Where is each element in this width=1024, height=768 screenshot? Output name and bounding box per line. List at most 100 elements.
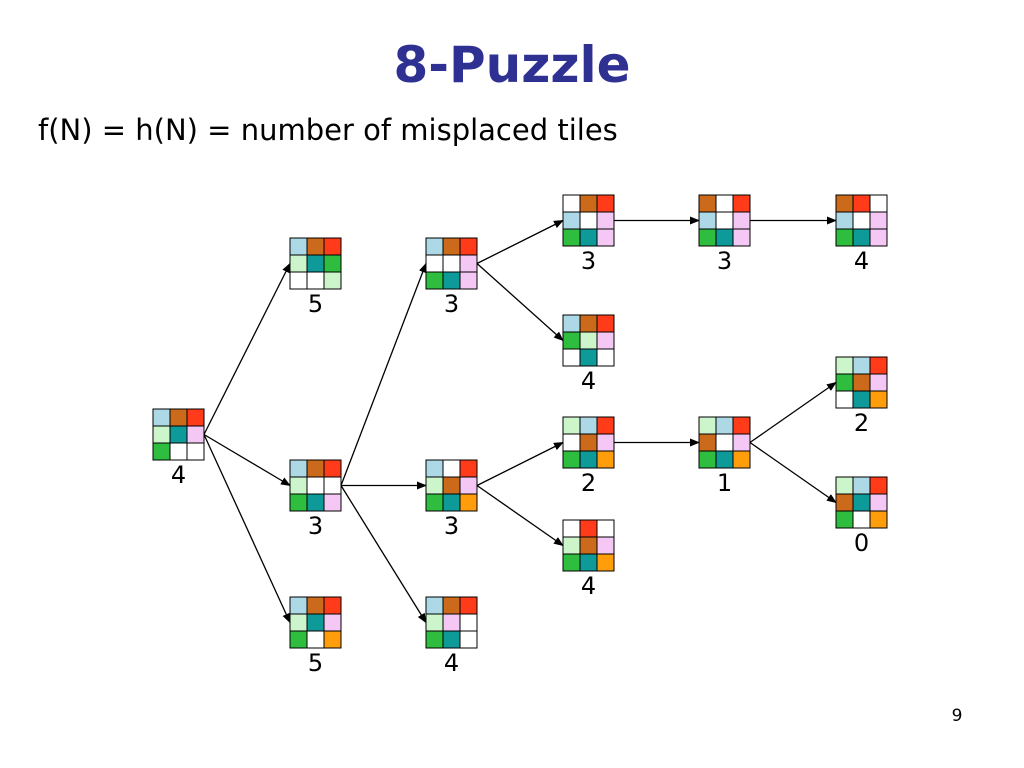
edge-n0-n1	[203, 262, 291, 435]
tile-3	[869, 476, 888, 495]
tile-8	[596, 348, 615, 367]
edge-n13-n15	[749, 441, 837, 504]
edge-n4-n8	[476, 263, 564, 342]
tile-7	[562, 450, 581, 469]
tile-7	[425, 271, 444, 290]
tile-1	[562, 211, 581, 230]
tile-8	[459, 613, 478, 632]
tile-2	[835, 194, 854, 213]
tile-6	[869, 373, 888, 392]
puzzle-node-n1: 5	[289, 237, 342, 318]
tile-1	[425, 237, 444, 256]
heuristic-value: 5	[308, 290, 323, 318]
tile-1	[852, 356, 871, 375]
tile-1	[425, 459, 444, 478]
tile-8	[306, 271, 325, 290]
puzzle-node-n15: 0	[835, 476, 888, 557]
puzzle-border	[289, 237, 342, 290]
puzzle-node-n2: 3	[289, 459, 342, 540]
tile-2	[579, 536, 598, 555]
puzzle-border	[835, 476, 888, 529]
tile-0	[596, 519, 615, 538]
tile-2	[306, 237, 325, 256]
tile-8	[562, 519, 581, 538]
puzzle-border	[425, 459, 478, 512]
tile-7	[562, 331, 581, 350]
tile-5	[579, 228, 598, 247]
tile-6	[732, 433, 751, 452]
tile-5	[306, 254, 325, 273]
tile-7	[152, 442, 171, 461]
tile-5	[852, 390, 871, 409]
page-number: 9	[951, 706, 963, 726]
tile-4	[289, 476, 308, 495]
heuristic-value: 3	[444, 290, 459, 318]
tile-2	[852, 373, 871, 392]
heuristic-value: 0	[854, 529, 869, 557]
tile-5	[579, 450, 598, 469]
tile-4	[562, 416, 581, 435]
puzzle-node-n6: 4	[425, 596, 478, 677]
tile-6	[186, 425, 205, 444]
tile-4	[425, 476, 444, 495]
edge-n5-n9	[476, 441, 564, 487]
tile-3	[732, 416, 751, 435]
puzzle-node-n5: 3	[425, 459, 478, 540]
puzzle-border	[289, 596, 342, 649]
tile-2	[579, 314, 598, 333]
puzzle-border	[425, 596, 478, 649]
tile-4	[835, 356, 854, 375]
tile-6	[459, 271, 478, 290]
tile-6	[596, 536, 615, 555]
heuristic-value: 4	[854, 247, 869, 275]
tile-8	[323, 476, 342, 495]
tile-3	[596, 314, 615, 333]
tile-6	[596, 331, 615, 350]
tile-1	[852, 476, 871, 495]
edge-n0-n2	[203, 433, 291, 487]
tile-0	[715, 194, 734, 213]
tile-1	[425, 596, 444, 615]
tile-3	[579, 519, 598, 538]
tile-1	[835, 211, 854, 230]
tile-1	[289, 596, 308, 615]
puzzle-node-n13: 1	[698, 416, 751, 497]
tile-3	[459, 237, 478, 256]
puzzle-border	[562, 519, 615, 572]
tile-2	[698, 433, 717, 452]
tile-3	[852, 194, 871, 213]
heuristic-value: 4	[444, 649, 459, 677]
tile-5	[579, 553, 598, 572]
puzzle-border	[835, 194, 888, 247]
puzzle-border	[562, 416, 615, 469]
heuristic-value: 4	[581, 367, 596, 395]
puzzle-node-n0: 4	[152, 408, 205, 489]
heuristic-value: 1	[717, 469, 732, 497]
tile-6	[596, 433, 615, 452]
puzzle-node-n3: 5	[289, 596, 342, 677]
tile-5	[715, 450, 734, 469]
tile-2	[698, 194, 717, 213]
puzzle-border	[425, 237, 478, 290]
tile-3	[732, 194, 751, 213]
tile-1	[289, 237, 308, 256]
tile-4	[835, 476, 854, 495]
tile-6	[732, 211, 751, 230]
heuristic-value: 3	[444, 512, 459, 540]
tile-0	[425, 254, 444, 273]
tile-4	[323, 271, 342, 290]
heuristic-value: 3	[581, 247, 596, 275]
puzzle-border	[835, 356, 888, 409]
tile-0	[562, 348, 581, 367]
tile-1	[715, 416, 734, 435]
tile-1	[579, 416, 598, 435]
heuristic-value: 2	[581, 469, 596, 497]
tile-6	[732, 228, 751, 247]
tile-3	[186, 408, 205, 427]
tile-6	[323, 493, 342, 512]
tile-5	[442, 630, 461, 649]
tile-7	[835, 228, 854, 247]
tile-7	[425, 630, 444, 649]
edge-n13-n14	[749, 381, 837, 444]
